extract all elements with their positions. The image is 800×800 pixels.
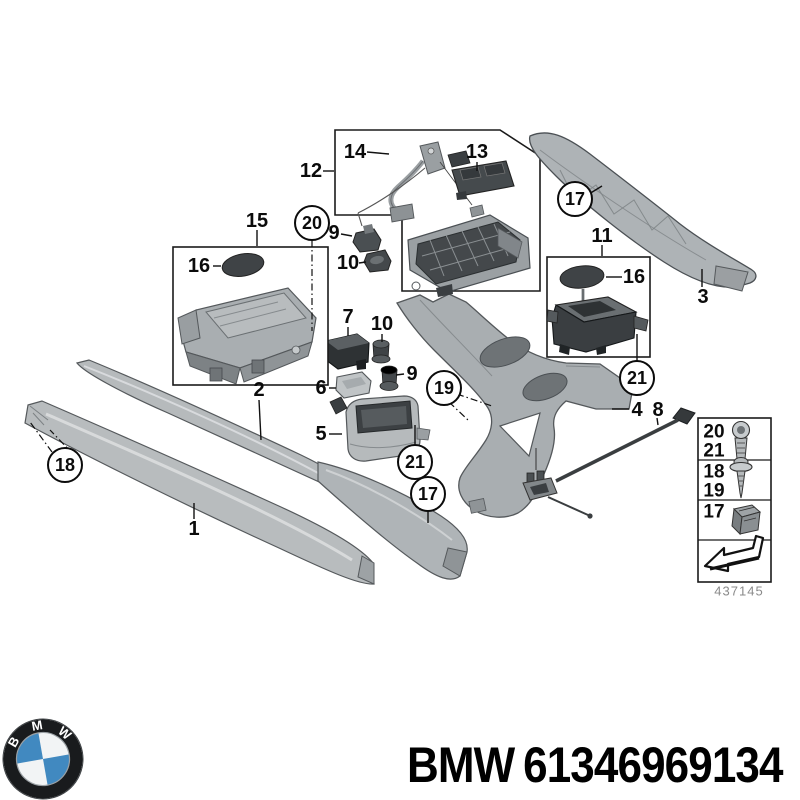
brand-name: BMW	[407, 737, 515, 793]
callout-3: 3	[697, 286, 709, 308]
callout-13: 13	[465, 141, 489, 163]
countersunk-screw-icon	[729, 457, 753, 499]
leader-lines	[193, 151, 703, 523]
callout-17-lid-circled: 17	[557, 181, 593, 217]
part-16-right-damper-pad	[559, 265, 605, 289]
part-1-trim-blade	[24, 400, 375, 585]
part-8-bowden-cable	[547, 407, 696, 519]
part-9-lower-socket	[379, 365, 399, 391]
legend-label-20: 20	[703, 421, 725, 443]
svg-text:M: M	[30, 717, 43, 734]
callout-6: 6	[315, 377, 327, 399]
torx-screw-icon	[731, 420, 751, 460]
part-5-cupholder-box	[329, 395, 431, 462]
part-7-switch-block	[325, 333, 370, 370]
callout-21-cupholder-circled: 21	[397, 444, 433, 480]
part-12-phone-tray	[407, 204, 531, 297]
latch-mechanism	[522, 470, 558, 501]
legend-label-19: 19	[703, 480, 725, 502]
callout-12: 12	[299, 160, 323, 182]
callout-10-upper: 10	[336, 252, 360, 274]
callout-9-upper: 9	[328, 222, 340, 244]
callout-9-lower: 9	[406, 363, 418, 385]
callout-10-lower: 10	[370, 313, 394, 335]
legend-label-17: 17	[703, 501, 725, 523]
callout-16-right: 16	[622, 266, 646, 288]
callout-11: 11	[591, 225, 613, 247]
callout-15: 15	[245, 210, 269, 232]
part-16-left-damper-pad	[221, 253, 265, 277]
callout-8: 8	[652, 399, 664, 421]
callout-16-left: 16	[187, 255, 211, 277]
callout-14: 14	[343, 141, 367, 163]
callout-2: 2	[253, 379, 265, 401]
callout-20-circled: 20	[294, 205, 330, 241]
bmw-logo: B M W	[2, 717, 84, 800]
callout-7: 7	[342, 306, 354, 328]
part-14-release-lever	[357, 141, 473, 227]
part-11-cupholder-insert	[546, 289, 649, 355]
legend-label-21: 21	[703, 440, 725, 462]
callout-18-circled: 18	[47, 447, 83, 483]
part-15-armrest-base-unit	[177, 287, 317, 385]
callout-1: 1	[188, 518, 200, 540]
part-6-insert-tray	[335, 371, 372, 399]
callout-4: 4	[631, 399, 643, 421]
part-10-lower-socket	[371, 339, 391, 364]
part-13-rubber-mat	[447, 150, 515, 200]
part-number: 61346969134	[523, 737, 783, 793]
legend-label-18: 18	[703, 461, 725, 483]
callout-21-insert-circled: 21	[619, 360, 655, 396]
callout-19-circled: 19	[426, 370, 462, 406]
part-9-upper-switch	[352, 224, 382, 253]
callout-5: 5	[315, 423, 327, 445]
spring-clip-icon	[731, 504, 762, 536]
part-17-side-trim	[317, 461, 468, 580]
diagram-number: 437145	[714, 583, 764, 599]
part-10-upper-socket	[363, 249, 392, 273]
callout-17-trim-circled: 17	[410, 476, 446, 512]
part-4-console-carrier	[396, 293, 634, 518]
direction-arrow-icon	[703, 534, 765, 573]
